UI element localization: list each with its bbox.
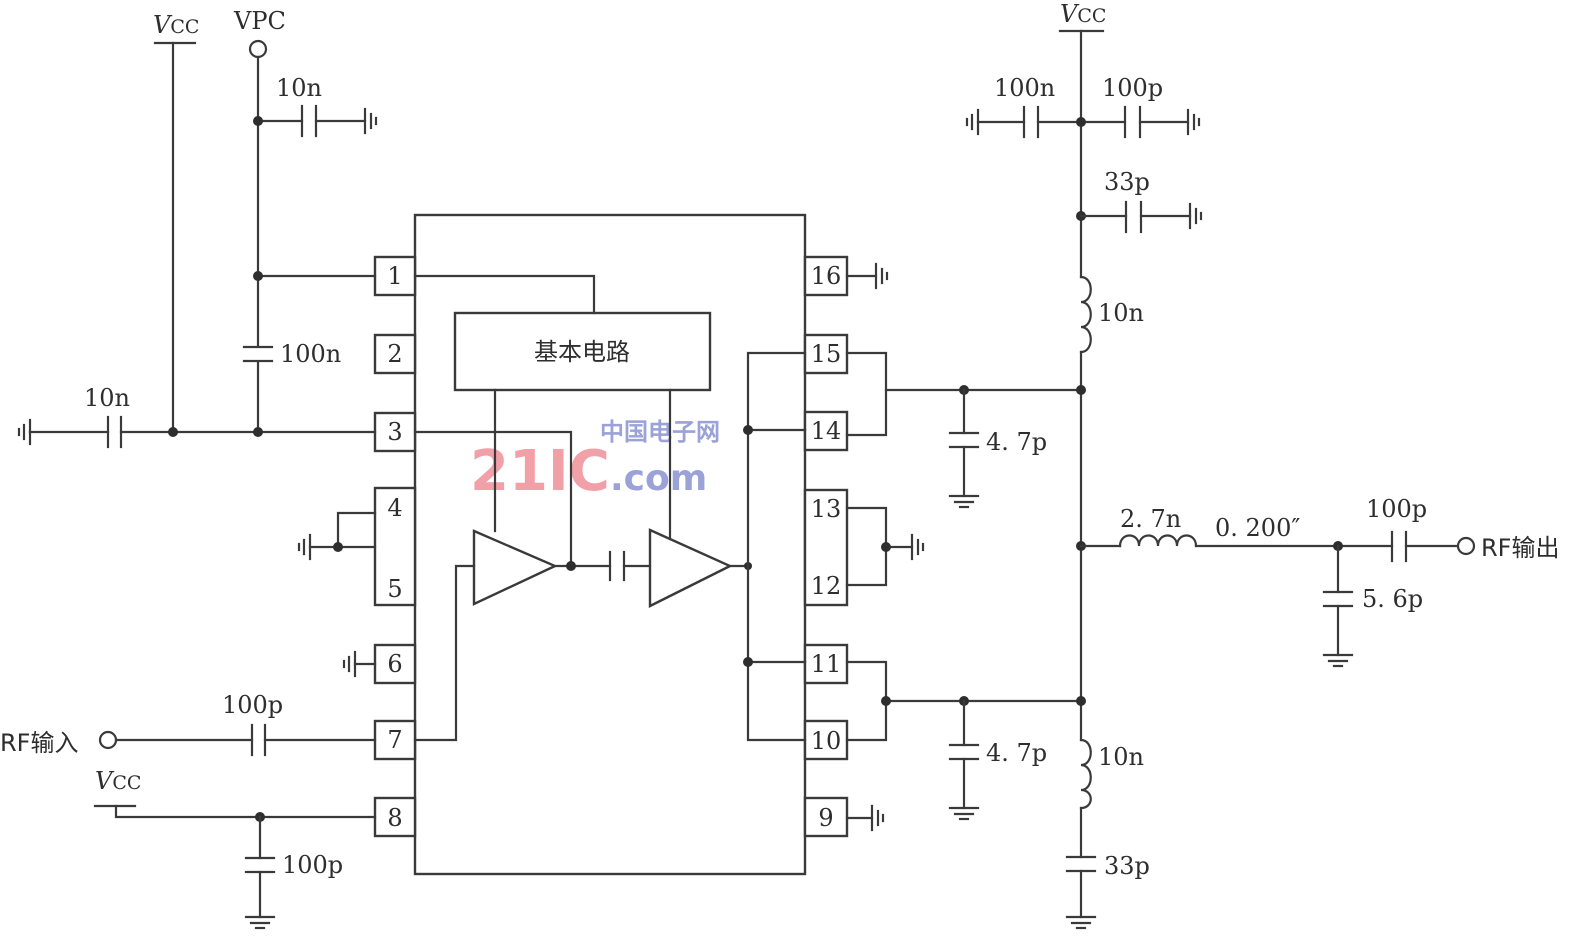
- ground-icon: [1065, 915, 1097, 930]
- ground-icon: [1322, 653, 1354, 668]
- vcc-label-topleft: VCC: [153, 11, 199, 39]
- ground-icon: [965, 108, 980, 136]
- ground-icon: [874, 262, 889, 290]
- cap-out-56p-label: 5. 6p: [1362, 585, 1423, 613]
- pin-label-14: 14: [811, 417, 842, 445]
- vcc-label-bottomleft: VCC: [95, 767, 141, 795]
- pin-3: [373, 411, 417, 453]
- inductor-bottom-10n-label: 10n: [1098, 743, 1144, 771]
- pin-15: [803, 333, 849, 375]
- pin-label-5: 5: [387, 575, 402, 603]
- amplifier-2: [648, 528, 733, 608]
- inductor-out-27n: [1118, 534, 1198, 548]
- amplifier-1: [472, 529, 558, 606]
- basic-circuit-label: 基本电路: [534, 338, 630, 366]
- watermark-main: 21IC: [470, 439, 610, 504]
- ground-icon: [1186, 108, 1201, 136]
- ground-icon: [1188, 202, 1203, 230]
- cap-vpc-10n-label: 10n: [276, 74, 322, 102]
- transmission-line-label: 0. 200″: [1215, 514, 1300, 542]
- cap-47p-upper-label: 4. 7p: [986, 428, 1047, 456]
- rf-input-label: RF输入: [0, 729, 78, 757]
- pin-label-1: 1: [387, 262, 402, 290]
- pin-label-10: 10: [811, 727, 842, 755]
- inductor-bottom-10n: [1079, 738, 1092, 810]
- pin-label-11: 11: [811, 650, 842, 678]
- pin-label-4: 4: [387, 494, 402, 522]
- ground-icon: [17, 418, 32, 446]
- pin-label-16: 16: [811, 262, 842, 290]
- ground-icon: [244, 915, 276, 930]
- pin-label-15: 15: [811, 340, 842, 368]
- cap-top-100n-label: 100n: [994, 74, 1055, 102]
- rf-output-label: RF输出: [1481, 534, 1559, 562]
- pin-label-7: 7: [387, 726, 402, 754]
- rf-input-terminal[interactable]: [98, 730, 118, 750]
- ic-right-pins: [803, 255, 849, 838]
- inductor-top-10n-label: 10n: [1098, 299, 1144, 327]
- cap-in-100p-label: 100p: [222, 691, 283, 719]
- pin-11: [803, 643, 849, 685]
- pin-label-13: 13: [811, 495, 842, 523]
- cap-bottom-33p-label: 33p: [1104, 852, 1150, 880]
- cap-top-100p-label: 100p: [1102, 74, 1163, 102]
- pin-label-2: 2: [387, 340, 402, 368]
- pin-13-12: [803, 488, 849, 607]
- basic-circuit-block: [453, 311, 712, 392]
- inductor-top-10n: [1079, 275, 1092, 354]
- watermark: 21IC .com 中国电子网: [470, 418, 720, 504]
- ground-icon: [297, 533, 312, 561]
- pin-2: [373, 333, 417, 375]
- inductor-out-27n-label: 2. 7n: [1120, 505, 1181, 533]
- watermark-cn: 中国电子网: [600, 418, 720, 446]
- ground-icon: [342, 650, 357, 678]
- pin-label-9: 9: [818, 804, 833, 832]
- pin-8: [373, 796, 417, 838]
- vcc-label-topright: VCC: [1060, 0, 1106, 28]
- ground-icon: [948, 806, 980, 821]
- pin-label-3: 3: [387, 418, 402, 446]
- watermark-sub: .com: [610, 458, 707, 499]
- pin-14: [803, 410, 849, 452]
- cap-47p-lower-label: 4. 7p: [986, 739, 1047, 767]
- ground-icon: [910, 533, 925, 561]
- pin-label-8: 8: [387, 804, 402, 832]
- cap-top-33p-label: 33p: [1104, 168, 1150, 196]
- cap-pin8-100p-label: 100p: [282, 851, 343, 879]
- pin-16: [803, 255, 849, 297]
- cap-out-100p-label: 100p: [1366, 495, 1427, 523]
- cap-vpc-100n-label: 100n: [280, 340, 341, 368]
- ground-icon: [870, 804, 885, 832]
- pin-label-6: 6: [387, 650, 402, 678]
- pin-label-12: 12: [811, 572, 842, 600]
- ic-left-pins: [373, 255, 417, 838]
- cap-pin3-10n-label: 10n: [84, 384, 130, 412]
- ground-icon: [363, 107, 378, 135]
- ground-icon: [948, 494, 980, 509]
- vpc-label: VPC: [233, 7, 286, 35]
- vpc-terminal[interactable]: [248, 39, 268, 59]
- rf-output-terminal[interactable]: [1456, 536, 1476, 556]
